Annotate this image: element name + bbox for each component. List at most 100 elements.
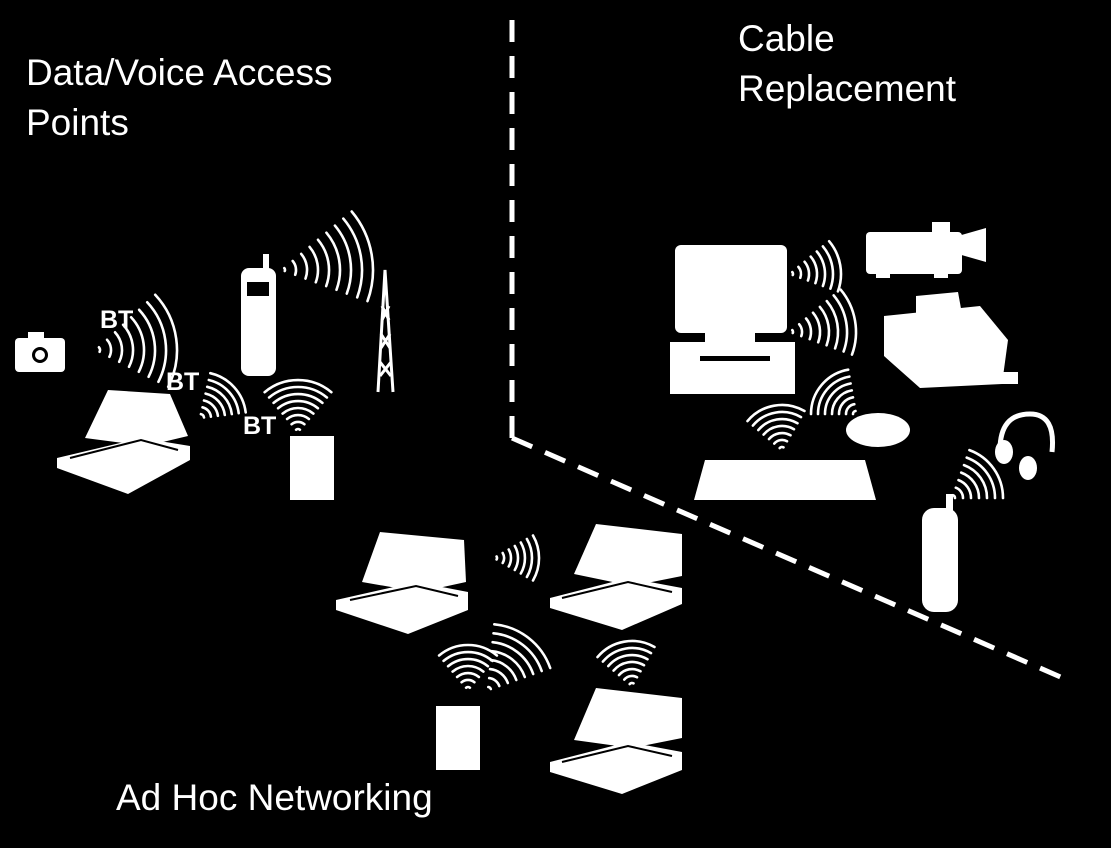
camera-icon bbox=[15, 332, 65, 372]
radio-wave-arc bbox=[333, 224, 353, 295]
radio-wave-arc bbox=[746, 403, 806, 423]
video-camera-icon bbox=[866, 222, 986, 278]
radio-wave-icon bbox=[746, 403, 806, 450]
radio-wave-arc bbox=[316, 238, 331, 288]
radio-wave-arc bbox=[791, 270, 795, 277]
radio-wave-arc bbox=[489, 658, 518, 682]
radio-wave-arc bbox=[294, 427, 302, 431]
radio-wave-arc bbox=[350, 210, 375, 303]
bt-link-label: BT bbox=[100, 306, 134, 334]
laptop-icon bbox=[550, 524, 682, 630]
radio-wave-arc bbox=[767, 431, 792, 441]
radio-wave-arc bbox=[437, 643, 499, 657]
radio-wave-arc bbox=[290, 420, 306, 426]
radio-wave-arc bbox=[832, 294, 849, 353]
radio-wave-arc bbox=[601, 646, 653, 663]
radio-wave-arc bbox=[519, 541, 527, 575]
radio-wave-arc bbox=[827, 239, 843, 293]
radio-wave-arc bbox=[818, 305, 831, 347]
radio-wave-arc bbox=[959, 471, 981, 500]
radio-wave-icon bbox=[791, 239, 843, 293]
radio-wave-arc bbox=[815, 250, 827, 288]
radio-wave-arc bbox=[145, 301, 168, 384]
radio-wave-arc bbox=[816, 375, 851, 416]
radio-wave-arc bbox=[455, 671, 481, 679]
cordless-phone-icon bbox=[922, 494, 958, 612]
radio-wave-arc bbox=[809, 255, 819, 285]
mouse-icon bbox=[846, 413, 910, 447]
cell-tower-icon bbox=[376, 269, 395, 393]
region-label-access-points: Data/Voice Access Points bbox=[26, 48, 332, 148]
radio-wave-arc bbox=[201, 406, 213, 418]
radio-wave-arc bbox=[281, 406, 315, 415]
radio-wave-arc bbox=[451, 664, 485, 673]
radio-wave-arc bbox=[199, 412, 206, 419]
pda-device-icon bbox=[290, 436, 334, 500]
keyboard-icon bbox=[694, 460, 876, 500]
bt-link-label: BT bbox=[166, 368, 200, 396]
radio-wave-arc bbox=[821, 245, 835, 290]
radio-wave-arc bbox=[825, 299, 840, 350]
radio-wave-icon bbox=[263, 378, 333, 431]
radio-wave-arc bbox=[97, 346, 102, 354]
radio-wave-arc bbox=[811, 311, 822, 344]
radio-wave-arc bbox=[803, 260, 811, 282]
radio-wave-arc bbox=[113, 331, 124, 364]
radio-wave-arc bbox=[487, 676, 501, 688]
radio-wave-arc bbox=[804, 317, 813, 341]
radio-wave-arc bbox=[488, 667, 510, 685]
region-label-line: Cable bbox=[738, 18, 835, 59]
radio-wave-arc bbox=[962, 463, 989, 500]
radio-wave-arc bbox=[492, 632, 543, 673]
radio-wave-icon bbox=[199, 371, 247, 419]
radio-wave-arc bbox=[837, 396, 855, 416]
radio-wave-arc bbox=[757, 417, 799, 432]
radio-wave-icon bbox=[495, 534, 541, 582]
radio-wave-arc bbox=[491, 640, 535, 676]
radio-wave-arc bbox=[308, 245, 320, 284]
radio-wave-arc bbox=[209, 371, 247, 414]
radio-wave-arc bbox=[957, 478, 973, 500]
laptop-icon bbox=[336, 532, 468, 634]
radio-wave-arc bbox=[493, 623, 552, 670]
radio-wave-arc bbox=[830, 389, 854, 416]
radio-wave-icon bbox=[596, 639, 656, 686]
radio-wave-arc bbox=[797, 323, 804, 338]
radio-wave-arc bbox=[623, 674, 639, 681]
radio-wave-arc bbox=[105, 338, 113, 359]
pda-device-icon bbox=[436, 706, 480, 770]
radio-wave-icon bbox=[809, 368, 857, 416]
radio-wave-arc bbox=[762, 424, 796, 436]
mobile-phone-icon bbox=[241, 254, 276, 376]
radio-wave-arc bbox=[276, 399, 320, 410]
radio-wave-arc bbox=[791, 328, 795, 335]
radio-wave-arc bbox=[446, 657, 490, 668]
radio-wave-arc bbox=[325, 231, 342, 292]
radio-wave-arc bbox=[285, 413, 311, 421]
radio-wave-arc bbox=[607, 653, 649, 668]
radio-wave-arc bbox=[968, 448, 1005, 500]
radio-wave-arc bbox=[283, 266, 287, 273]
radio-wave-arc bbox=[823, 382, 852, 416]
radio-wave-icon bbox=[283, 210, 375, 303]
radio-wave-arc bbox=[507, 548, 513, 568]
radio-wave-arc bbox=[525, 537, 534, 579]
radio-wave-arc bbox=[464, 685, 472, 689]
radio-wave-arc bbox=[204, 392, 227, 417]
radio-wave-arc bbox=[342, 217, 364, 299]
region-label-line: Data/Voice Access bbox=[26, 52, 333, 93]
radio-wave-arc bbox=[628, 681, 635, 686]
radio-wave-arc bbox=[612, 660, 646, 672]
radio-wave-arc bbox=[487, 685, 493, 691]
radio-wave-icon bbox=[951, 448, 1005, 500]
printer-icon bbox=[884, 292, 1018, 388]
radio-wave-arc bbox=[778, 445, 785, 450]
region-divider-diagonal bbox=[511, 435, 1073, 685]
radio-wave-arc bbox=[153, 293, 179, 389]
radio-wave-arc bbox=[490, 649, 527, 679]
region-label-ad-hoc-networking: Ad Hoc Networking bbox=[116, 777, 433, 818]
bt-link-label: BT bbox=[243, 412, 277, 440]
radio-wave-arc bbox=[267, 385, 329, 399]
radio-wave-arc bbox=[844, 402, 856, 416]
